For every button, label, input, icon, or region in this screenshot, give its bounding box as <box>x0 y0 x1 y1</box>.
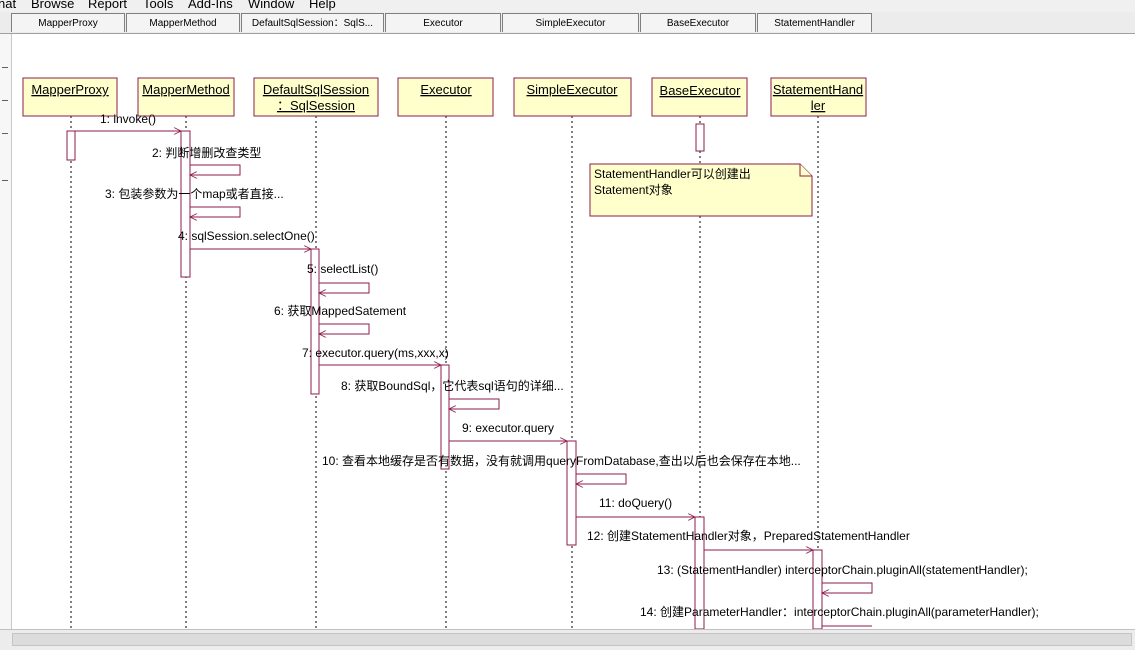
menu-help[interactable]: Help <box>309 0 336 11</box>
activation-simpleexecutor <box>566 440 577 546</box>
activation-baseexecutor <box>694 516 705 629</box>
message-12-label: 12: 创建StatementHandler对象，PreparedStateme… <box>587 529 910 543</box>
message-10-arrow <box>576 473 627 484</box>
left-ruler <box>0 34 12 637</box>
lifeline-box-simpleexecutor[interactable]: SimpleExecutor <box>513 77 632 117</box>
message-14-label: 14: 创建ParameterHandler：interceptorChain.… <box>640 605 1039 619</box>
menu-report[interactable]: Report <box>88 0 128 11</box>
sequence-diagram: MapperProxy MapperMethod DefaultSqlSessi… <box>22 77 1039 629</box>
activation-mapperproxy <box>66 130 76 161</box>
message-6-arrow <box>319 323 370 334</box>
lifeline-box-mappermethod[interactable]: MapperMethod <box>137 77 235 117</box>
lifeline-label-executor: Executor <box>420 82 472 97</box>
menu-format[interactable]: nat <box>0 0 17 11</box>
lifeline-box-baseexecutor[interactable]: BaseExecutor <box>651 77 748 117</box>
note-line-1: StatementHandler可以创建出 <box>594 167 751 181</box>
menu-add-ins[interactable]: Add-Ins <box>188 0 233 11</box>
note-statementhandler: StatementHandler可以创建出 Statement对象 <box>589 163 813 217</box>
lifeline-box-mapperproxy[interactable]: MapperProxy <box>22 77 118 117</box>
activation-mappermethod <box>180 130 191 278</box>
message-7-label: 7: executor.query(ms,xxx,x) <box>302 346 449 360</box>
message-9-label: 9: executor.query <box>462 421 554 435</box>
scrollbar-thumb[interactable] <box>12 633 1132 646</box>
note-line-2: Statement对象 <box>594 183 673 197</box>
tab-mappermethod[interactable]: MapperMethod <box>126 13 240 32</box>
lifeline-label-defaultsqlsession-1: DefaultSqlSession <box>263 82 369 97</box>
tab-baseexecutor[interactable]: BaseExecutor <box>640 13 756 32</box>
tab-simpleexecutor[interactable]: SimpleExecutor <box>502 13 639 32</box>
message-13-arrow <box>822 582 873 593</box>
message-2-label: 2: 判断增删改查类型 <box>152 145 261 160</box>
message-5-arrow <box>319 282 370 293</box>
lifeline-label-simpleexecutor: SimpleExecutor <box>526 82 618 97</box>
lifeline-box-defaultsqlsession[interactable]: DefaultSqlSession ：SqlSession <box>253 77 379 117</box>
message-4-label: 4: sqlSession.selectOne() <box>178 229 315 243</box>
menu-browse[interactable]: Browse <box>31 0 75 11</box>
message-10-label: 10: 查看本地缓存是否有数据，没有就调用queryFromDatabase,查… <box>322 453 801 468</box>
message-11-label: 11: doQuery() <box>599 496 672 510</box>
menu-window[interactable]: Window <box>248 0 295 11</box>
menu-bar: nat Browse Report Tools Add-Ins Window H… <box>0 0 1135 12</box>
activation-baseexecutor-top <box>695 123 705 152</box>
message-5-label: 5: selectList() <box>307 262 378 276</box>
lifeline-box-statementhandler[interactable]: StatementHand ler <box>770 77 867 117</box>
message-3-label: 3: 包装参数为一个map或者直接... <box>105 186 284 201</box>
lifeline-label-statementhandler-1: StatementHand <box>773 82 863 97</box>
message-3-arrow <box>190 206 241 217</box>
lifeline-label-baseexecutor: BaseExecutor <box>660 83 742 98</box>
message-8-label: 8: 获取BoundSql，它代表sql语句的详细... <box>341 378 564 393</box>
message-1-label: 1: invoke() <box>100 112 156 126</box>
lifeline-box-executor[interactable]: Executor <box>397 77 494 117</box>
message-2-arrow <box>190 164 241 175</box>
message-8-arrow <box>449 398 500 409</box>
menu-tools[interactable]: Tools <box>143 0 174 11</box>
horizontal-scrollbar[interactable] <box>0 629 1135 650</box>
lifeline-label-statementhandler-2: ler <box>811 98 826 113</box>
tab-statementhandler[interactable]: StatementHandler <box>757 13 872 32</box>
activation-defaultsqlsession <box>310 248 320 395</box>
tab-mapperproxy[interactable]: MapperProxy <box>11 13 125 32</box>
lifeline-label-defaultsqlsession-2: ：SqlSession <box>277 98 355 113</box>
lifeline-header-bar: MapperProxy MapperMethod DefaultSqlSessi… <box>0 12 1135 34</box>
message-6-label: 6: 获取MappedSatement <box>274 304 407 318</box>
tab-defaultsqlsession[interactable]: DefaultSqlSession：SqlS... <box>241 13 384 32</box>
tab-executor[interactable]: Executor <box>385 13 501 32</box>
message-13-label: 13: (StatementHandler) interceptorChain.… <box>657 563 1028 577</box>
lifeline-label-mappermethod: MapperMethod <box>142 82 229 97</box>
lifeline-label-mapperproxy: MapperProxy <box>31 82 109 97</box>
activation-executor <box>440 364 450 470</box>
